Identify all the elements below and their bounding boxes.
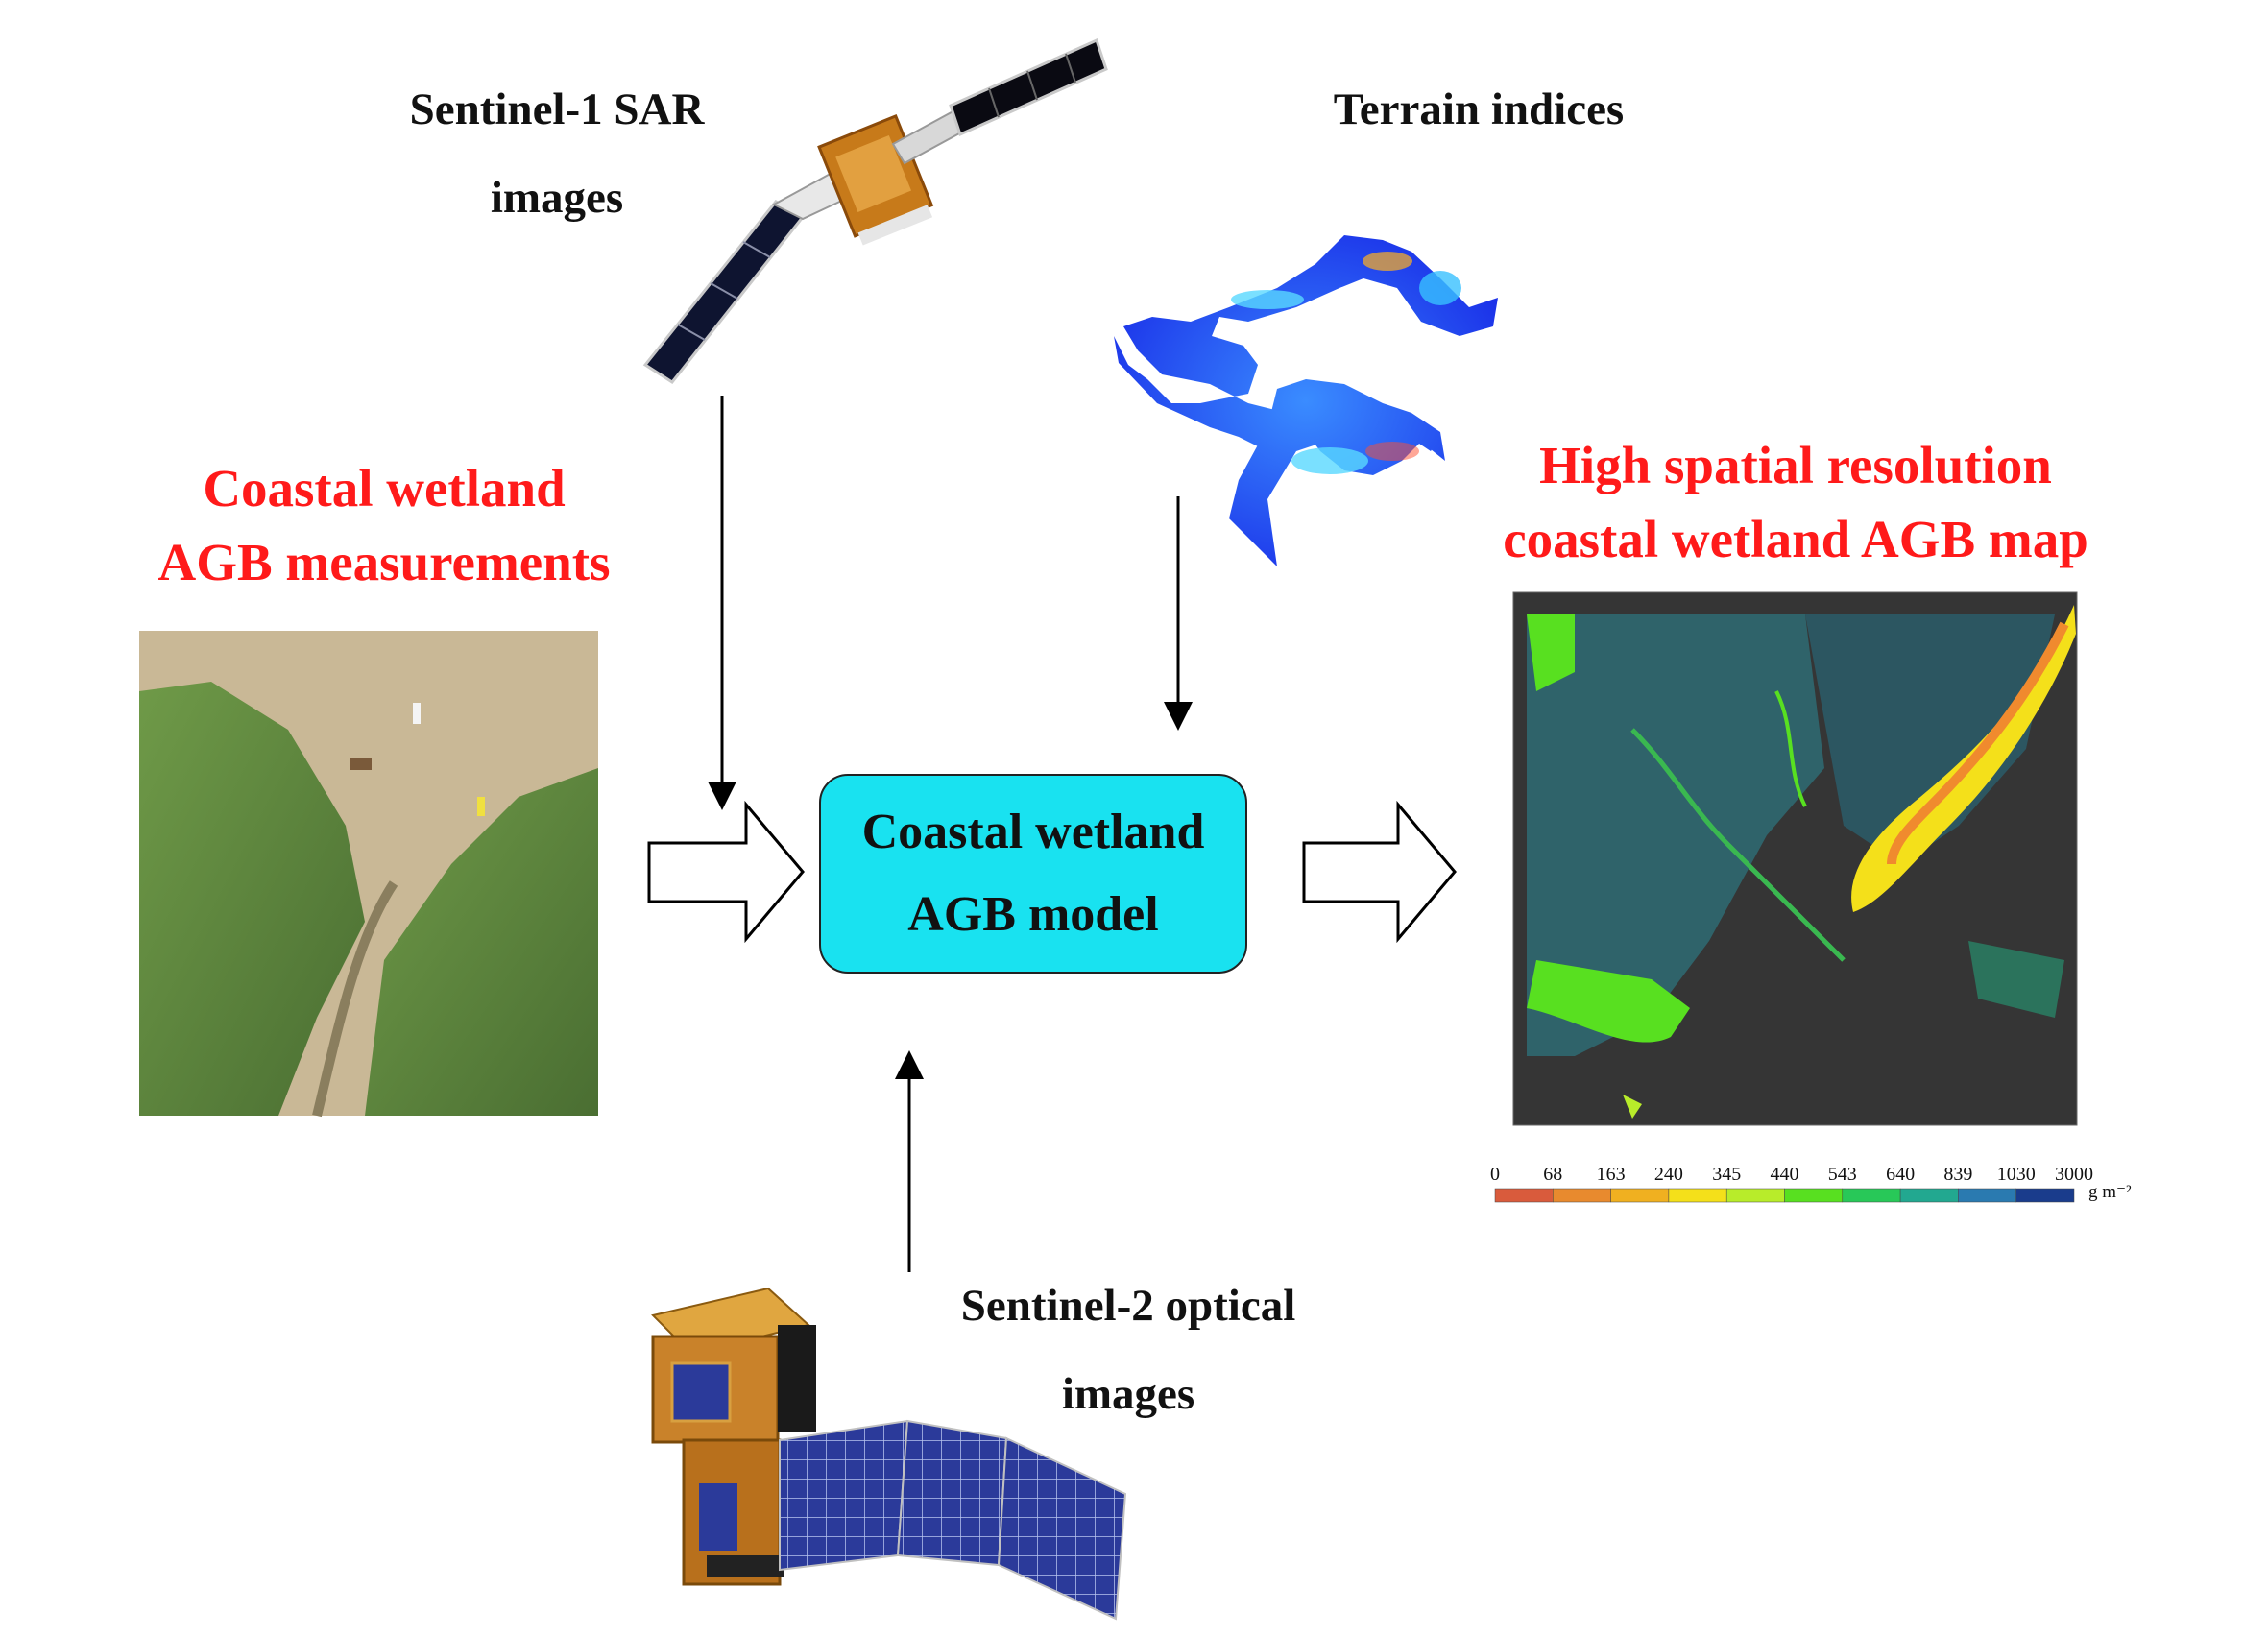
legend-tick-label: 0 — [1490, 1164, 1500, 1185]
terrain-indices-map — [1114, 235, 1498, 566]
legend-segment — [1958, 1188, 2016, 1203]
quadrat-frame — [350, 758, 372, 770]
terrain-label: Terrain indices — [1333, 84, 1625, 134]
person-1 — [413, 703, 421, 724]
legend-segment — [1784, 1188, 1844, 1203]
legend-tick-label: 3000 — [2055, 1164, 2093, 1185]
agb-model-box: Coastal wetland AGB model — [819, 774, 1247, 974]
person-2 — [477, 797, 485, 816]
legend-segment — [1494, 1188, 1554, 1203]
sentinel2-label: Sentinel-2 optical images — [898, 1275, 1359, 1427]
sentinel1-label-line1: Sentinel-1 SAR — [409, 84, 705, 134]
legend-tick-label: 839 — [1943, 1164, 1973, 1185]
agb-model-line2: AGB model — [907, 887, 1159, 942]
legend-tick-label: 1030 — [1996, 1164, 2036, 1185]
agb-map-label: High spatial resolution coastal wetland … — [1421, 428, 2170, 576]
sentinel1-label: Sentinel-1 SAR images — [355, 79, 759, 230]
legend-segment — [1610, 1188, 1670, 1203]
legend-segment — [1842, 1188, 1901, 1203]
legend-tick-label: 345 — [1712, 1164, 1742, 1185]
legend-segment — [2015, 1188, 2075, 1203]
measurements-label: Coastal wetland AGB measurements — [96, 451, 672, 599]
sentinel2-label-line1: Sentinel-2 optical — [960, 1281, 1296, 1331]
legend-tick-label: 163 — [1596, 1164, 1626, 1185]
agb-legend-unit: g m⁻² — [2088, 1182, 2132, 1202]
output-block-arrow — [1302, 800, 1457, 944]
agb-model-line1: Coastal wetland — [861, 805, 1205, 859]
agb-map-label-line1: High spatial resolution — [1539, 436, 2052, 494]
sentinel1-satellite-icon — [642, 37, 1108, 384]
legend-segment — [1899, 1188, 1959, 1203]
agb-legend-bar — [1494, 1188, 2075, 1203]
legend-tick-label: 240 — [1653, 1164, 1683, 1185]
sentinel2-satellite-icon — [651, 1287, 1127, 1621]
field-photo — [139, 631, 598, 1118]
legend-tick-label: 68 — [1543, 1164, 1563, 1185]
sentinel2-label-line2: images — [1061, 1368, 1195, 1419]
legend-segment — [1725, 1188, 1785, 1203]
measurements-label-line1: Coastal wetland — [203, 459, 566, 518]
legend-segment — [1553, 1188, 1611, 1203]
agb-map — [1512, 591, 2078, 1126]
legend-tick-label: 543 — [1827, 1164, 1857, 1185]
legend-tick-label: 440 — [1770, 1164, 1799, 1185]
legend-segment — [1668, 1188, 1727, 1203]
agb-map-label-line2: coastal wetland AGB map — [1503, 510, 2088, 568]
input-block-arrow — [647, 800, 805, 944]
legend-tick-label: 640 — [1886, 1164, 1916, 1185]
sentinel1-label-line2: images — [490, 172, 624, 223]
measurements-label-line2: AGB measurements — [157, 533, 611, 591]
